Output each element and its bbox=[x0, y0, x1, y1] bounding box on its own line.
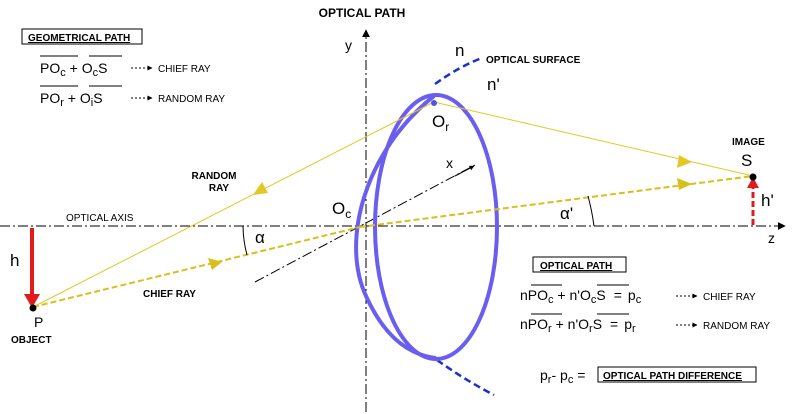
chief-ray-in bbox=[32, 226, 361, 308]
y-axis-label: y bbox=[345, 37, 352, 53]
object-arrow-head bbox=[24, 294, 40, 308]
alpha-label: α bbox=[255, 228, 265, 247]
random-ray-lens-point bbox=[431, 100, 437, 106]
image-label: IMAGE bbox=[732, 137, 765, 148]
image-arrow-head bbox=[747, 177, 759, 188]
z-axis-label: z bbox=[768, 230, 775, 246]
random-point-label: Or bbox=[432, 112, 449, 134]
optical-path-row-chief: nPOc + n'OcS=pc CHIEF RAY bbox=[520, 284, 756, 306]
svg-text:CHIEF RAY: CHIEF RAY bbox=[158, 64, 211, 75]
object-label: OBJECT bbox=[11, 335, 52, 346]
random-ray-arrow-in bbox=[253, 182, 268, 195]
geometrical-path-heading-box bbox=[21, 28, 143, 45]
x-axis-arrow bbox=[454, 165, 475, 177]
object-point bbox=[29, 304, 37, 312]
alpha-prime-label: α' bbox=[560, 204, 573, 223]
random-ray-in bbox=[32, 101, 435, 308]
svg-text:nPOr + n'OrS=pr: nPOr + n'OrS=pr bbox=[520, 316, 636, 335]
lens-front-curve bbox=[354, 94, 437, 360]
optical-path-heading: OPTICAL PATH bbox=[540, 261, 612, 272]
chief-ray-arrow-out bbox=[677, 178, 692, 190]
image-point-label: S bbox=[741, 151, 752, 170]
alpha-prime-arc bbox=[587, 195, 595, 227]
medium-n-label: n bbox=[455, 41, 464, 60]
geometrical-path-heading: GEOMETRICAL PATH bbox=[28, 33, 130, 44]
image-point bbox=[749, 173, 757, 181]
svg-text:RANDOM RAY: RANDOM RAY bbox=[158, 94, 225, 105]
svg-text:CHIEF RAY: CHIEF RAY bbox=[703, 292, 756, 303]
random-ray-arrow-out bbox=[677, 155, 692, 168]
chief-ray-arrow-in bbox=[208, 258, 222, 270]
optical-path-heading-box bbox=[532, 256, 627, 273]
chief-ray-label: CHIEF RAY bbox=[143, 289, 196, 300]
optical-path-difference-label: OPTICAL PATH DIFFERENCE bbox=[603, 371, 742, 382]
image-height-label: h' bbox=[761, 191, 774, 210]
optical-path-difference: pr- pc = OPTICAL PATH DIFFERENCE bbox=[540, 366, 757, 386]
svg-text:RANDOM RAY: RANDOM RAY bbox=[703, 321, 770, 332]
svg-text:nPOc + n'OcS=pc: nPOc + n'OcS=pc bbox=[520, 287, 642, 306]
object-point-label: P bbox=[34, 314, 43, 330]
object-height-label: h bbox=[10, 251, 19, 270]
chief-ray-out bbox=[359, 175, 754, 228]
random-ray-out bbox=[433, 101, 754, 177]
svg-text:POr + OiS: POr + OiS bbox=[40, 90, 103, 109]
x-axis-label: x bbox=[446, 155, 453, 171]
diagram-title: OPTICAL PATH bbox=[319, 6, 406, 20]
optical-surface-label: OPTICAL SURFACE bbox=[486, 55, 581, 66]
geometrical-path-row-chief: POc + OcS CHIEF RAY bbox=[40, 55, 211, 79]
optical-axis-label: OPTICAL AXIS bbox=[66, 213, 134, 224]
optical-path-row-random: nPOr + n'OrS=pr RANDOM RAY bbox=[520, 313, 770, 335]
geometrical-path-row-random: POr + OiS RANDOM RAY bbox=[40, 85, 225, 109]
lens-ellipse bbox=[373, 93, 499, 361]
svg-text:POc + OcS: POc + OcS bbox=[40, 60, 107, 79]
medium-n-prime-label: n' bbox=[487, 75, 500, 94]
optical-surface-curve-bottom bbox=[436, 358, 495, 397]
x-axis bbox=[254, 164, 476, 283]
svg-text:pr- pc =: pr- pc = bbox=[540, 367, 585, 386]
optical-surface-curve bbox=[434, 56, 483, 86]
chief-point-label: Oc bbox=[332, 199, 351, 221]
alpha-arc bbox=[242, 225, 248, 256]
